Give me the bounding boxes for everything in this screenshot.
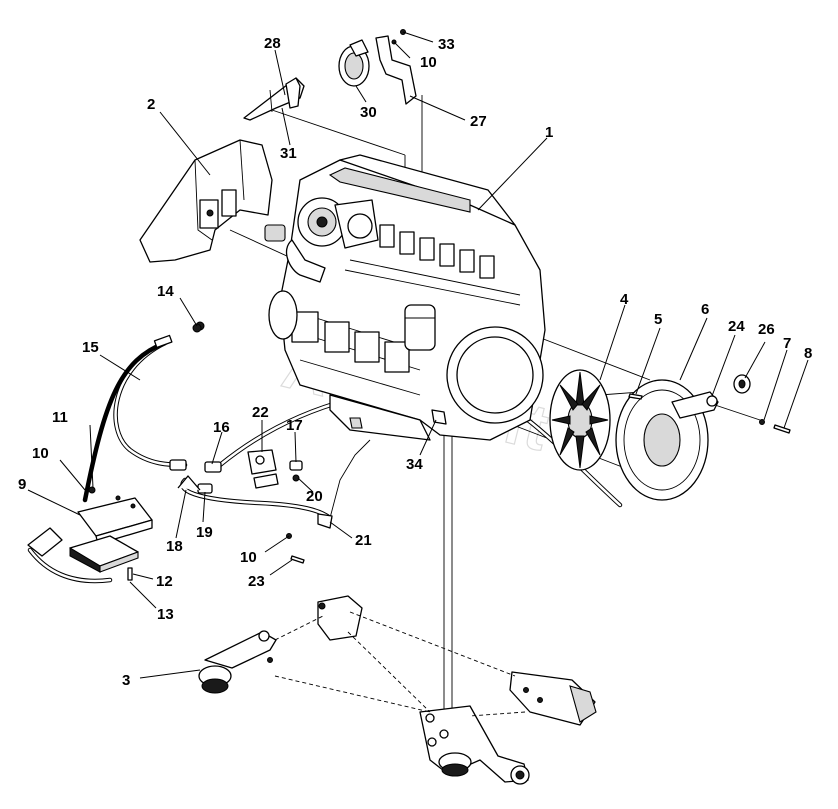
part-2-cover [139, 139, 273, 263]
callout-12: 12 [156, 573, 173, 590]
callout-17: 17 [286, 417, 303, 434]
callout-15: 15 [82, 339, 99, 356]
callout-3: 3 [122, 672, 130, 689]
callout-22: 22 [252, 404, 269, 421]
part-28-bracket [243, 77, 305, 121]
callout-5: 5 [654, 311, 662, 328]
callout-26: 26 [758, 321, 775, 338]
callout-16: 16 [213, 419, 230, 436]
part-9-ecu-bracket [77, 486, 153, 545]
callout-6: 6 [701, 301, 709, 318]
callout-23: 23 [248, 573, 265, 590]
callout-11: 11 [52, 409, 68, 426]
part-1-engine [195, 154, 546, 441]
callout-2: 2 [147, 96, 155, 113]
part-16-connector [169, 459, 222, 473]
part-22-bracket [247, 449, 279, 489]
callout-8: 8 [804, 345, 812, 362]
part-13-screw [127, 567, 133, 581]
callout-18: 18 [166, 538, 183, 555]
part-27-bracket [375, 29, 417, 105]
callout-27: 27 [470, 113, 487, 130]
part-17-sensor [289, 460, 303, 471]
part-5-bolt [628, 393, 643, 400]
part-8-bolt [773, 424, 791, 434]
callout-19: 19 [196, 524, 213, 541]
engine-injectors [344, 224, 521, 306]
callout-10: 10 [420, 54, 437, 71]
callout-33: 33 [438, 36, 455, 53]
callout-31: 31 [280, 145, 297, 162]
part-3-engine-mounts [198, 595, 597, 785]
part-23-bolt [290, 555, 305, 564]
part-7-washer [759, 419, 765, 425]
callout-10-bottom: 10 [240, 549, 257, 566]
callout-7: 7 [783, 335, 791, 352]
part-15-connector [153, 334, 173, 349]
part-21-sensor [317, 513, 333, 529]
part-14-grommet [192, 323, 202, 333]
callout-24: 24 [728, 318, 745, 335]
callout-14: 14 [157, 283, 174, 300]
callout-20: 20 [306, 488, 323, 505]
callout-10-left: 10 [32, 445, 49, 462]
part-34-fitting [431, 409, 447, 425]
part-26-bushing [733, 374, 751, 394]
callout-30: 30 [360, 104, 377, 121]
part-12-ecu-module [27, 527, 139, 573]
part-4-drive-plate [549, 369, 611, 471]
callout-13: 13 [157, 606, 174, 623]
part-20-nut [292, 474, 300, 482]
callout-21: 21 [355, 532, 372, 549]
callout-1: 1 [545, 124, 553, 141]
part-30-clamp [338, 39, 370, 87]
callout-9: 9 [18, 476, 26, 493]
part-18-hose [177, 475, 201, 491]
leader-lines [27, 31, 809, 679]
callout-28: 28 [264, 35, 281, 52]
part-19-connector [197, 483, 213, 494]
callout-34: 34 [406, 456, 423, 473]
callout-4: 4 [620, 291, 629, 308]
callout-labels: 28 33 10 30 27 2 1 31 14 15 4 5 6 24 26 … [18, 35, 812, 689]
